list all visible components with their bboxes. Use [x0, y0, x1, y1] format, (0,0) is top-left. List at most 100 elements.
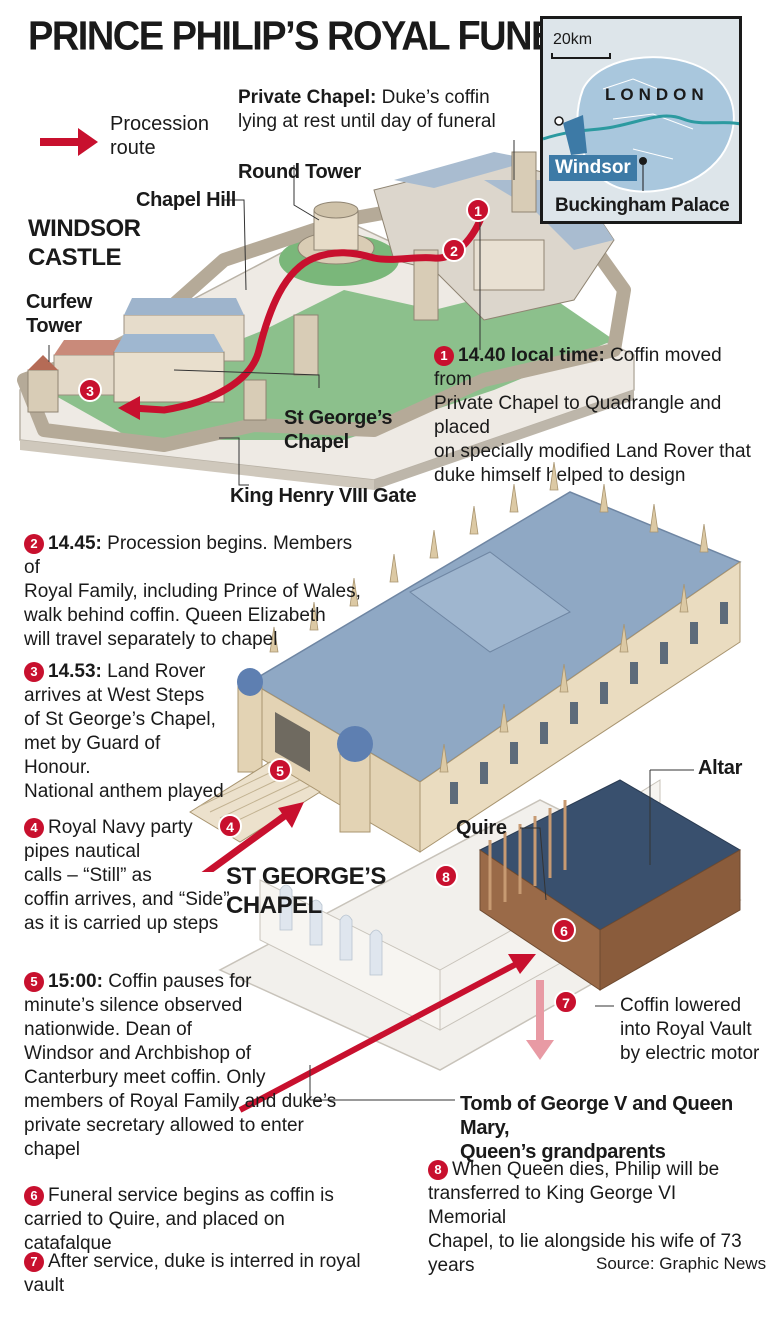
step-4-line4: coffin arrives, and “Side” — [24, 889, 230, 910]
chapel-hill-label: Chapel Hill — [136, 189, 237, 211]
london-map-shape — [543, 56, 739, 193]
step-3-line3: of St George’s Chapel, — [24, 709, 216, 730]
tomb-line1: Tomb of George V and Queen Mary, — [460, 1093, 733, 1139]
step-4-number: 4 — [24, 818, 44, 838]
step-1-time: 14.40 local time: — [458, 345, 605, 366]
map-palace-label: Buckingham Palace — [555, 195, 730, 216]
step-1-line2: Private Chapel to Quadrangle and placed — [434, 393, 722, 438]
step-4-line2: pipes nautical — [24, 841, 141, 862]
st-georges-chapel-label: St George’s Chapel — [284, 406, 393, 454]
route-arrowhead — [118, 396, 140, 420]
step-8-line1: When Queen dies, Philip will be — [452, 1159, 720, 1180]
st-georges-chapel-title: ST GEORGE’S CHAPEL — [226, 862, 386, 920]
chapel-side-wall — [419, 561, 741, 853]
private-chapel-name: Private Chapel: — [238, 87, 377, 108]
step-2-time: 14.45: — [48, 533, 102, 554]
source-credit: Source: Graphic News — [596, 1254, 767, 1273]
windsor-castle-line1: WINDSOR — [28, 215, 141, 242]
step-3-line4: met by Guard of Honour. — [24, 733, 161, 778]
route-arrow-nave — [238, 959, 522, 1113]
marker-7-plan: 7 — [554, 990, 578, 1014]
step-8-number: 8 — [428, 1160, 448, 1180]
step-3-time: 14.53: — [48, 661, 102, 682]
map-scale-bar — [551, 53, 611, 59]
step-8-line3: Chapel, to lie alongside his wife of 73 … — [428, 1231, 742, 1276]
step-5-time: 15:00: — [48, 971, 103, 992]
step-6-line2: carried to Quire, and placed on catafalq… — [24, 1209, 285, 1254]
curfew-tower-label: Curfew Tower — [26, 290, 92, 338]
marker-8-plan: 8 — [434, 864, 458, 888]
procession-route-castle — [128, 206, 488, 414]
private-chapel-line2: lying at rest until day of funeral — [238, 111, 496, 132]
step-5-line5: Canterbury meet coffin. Only — [24, 1067, 266, 1088]
step-5-line4: Windsor and Archbishop of — [24, 1043, 252, 1064]
step-1-line4: duke himself helped to design — [434, 465, 686, 486]
step-3-line5: National anthem played — [24, 781, 224, 802]
step-5-line7: private secretary allowed to enter chape… — [24, 1115, 304, 1160]
chapel-title-line2: CHAPEL — [226, 892, 322, 919]
step-7-number: 7 — [24, 1252, 44, 1272]
turret-dome — [237, 668, 263, 696]
windsor-pointer — [563, 115, 587, 155]
map-scale-label: 20km — [553, 31, 593, 48]
step-3-line2: arrives at West Steps — [24, 685, 205, 706]
step-1-line3: on specially modified Land Rover that — [434, 441, 751, 462]
st-georges-line2: Chapel — [284, 431, 349, 453]
map-windsor-label: Windsor — [549, 155, 637, 181]
step-3-line1: Land Rover — [107, 661, 206, 682]
marker-5-chapel: 5 — [268, 758, 292, 782]
step-6-number: 6 — [24, 1186, 44, 1206]
curfew-line1: Curfew — [26, 291, 92, 313]
windsor-castle-line2: CASTLE — [28, 244, 122, 271]
windsor-dot — [554, 116, 564, 126]
coffin-lowered-label: Coffin lowered into Royal Vault by elect… — [620, 994, 760, 1066]
procession-arrow-icon — [40, 128, 98, 156]
step-5-line1: Coffin pauses for — [108, 971, 252, 992]
step-2-number: 2 — [24, 534, 44, 554]
quire-label: Quire — [456, 817, 507, 839]
step-2-line1: Procession begins. Members of — [24, 533, 353, 578]
private-chapel-label: Private Chapel: Duke’s coffin lying at r… — [238, 86, 538, 134]
henry-gate-label: King Henry VIII Gate — [230, 485, 417, 507]
lowered-line2: into Royal Vault — [620, 1019, 752, 1040]
step-8-line2: transferred to King George VI Memorial — [428, 1183, 677, 1228]
step-1-number: 1 — [434, 346, 454, 366]
marker-4-chapel: 4 — [218, 814, 242, 838]
step-4-line1: Royal Navy party — [48, 817, 193, 838]
chapel-floor-plan — [218, 769, 742, 1113]
curfew-tower-shape — [27, 369, 59, 413]
tomb-line2: Queen’s grandparents — [460, 1141, 666, 1163]
step-5-line6: members of Royal Family and duke’s — [24, 1091, 337, 1112]
inset-map: 20km LONDON Windsor Buckingham Palace — [540, 16, 742, 224]
chapel-title-line1: ST GEORGE’S — [226, 863, 386, 890]
curfew-line2: Tower — [26, 315, 82, 337]
st-georges-line1: St George’s — [284, 407, 393, 429]
round-tower-label: Round Tower — [238, 161, 361, 183]
marker-2-castle: 2 — [442, 238, 466, 262]
lowered-line1: Coffin lowered — [620, 995, 742, 1016]
step-7-line1: After service, duke is interred in royal… — [24, 1251, 361, 1296]
lowered-line3: by electric motor — [620, 1043, 760, 1064]
step-2-line4: will travel separately to chapel — [24, 629, 278, 650]
step-1-line1: Coffin moved from — [434, 345, 722, 390]
marker-6-plan: 6 — [552, 918, 576, 942]
step-5-number: 5 — [24, 972, 44, 992]
step-5-line3: nationwide. Dean of — [24, 1019, 192, 1040]
step-2-line3: walk behind coffin. Queen Elizabeth — [24, 605, 326, 626]
st-georges-chapel-small — [113, 351, 225, 403]
page-title: PRINCE PHILIP’S ROYAL FUNERAL — [28, 13, 630, 60]
windsor-castle-label: WINDSOR CASTLE — [28, 214, 141, 272]
marker-3-castle: 3 — [78, 378, 102, 402]
step-4-line3: calls – “Still” as — [24, 865, 152, 886]
private-chapel-line1: Duke’s coffin — [381, 87, 490, 108]
marker-1-castle: 1 — [466, 198, 490, 222]
legend-label: Procession route — [110, 113, 209, 159]
step-6-line1: Funeral service begins as coffin is — [48, 1185, 334, 1206]
